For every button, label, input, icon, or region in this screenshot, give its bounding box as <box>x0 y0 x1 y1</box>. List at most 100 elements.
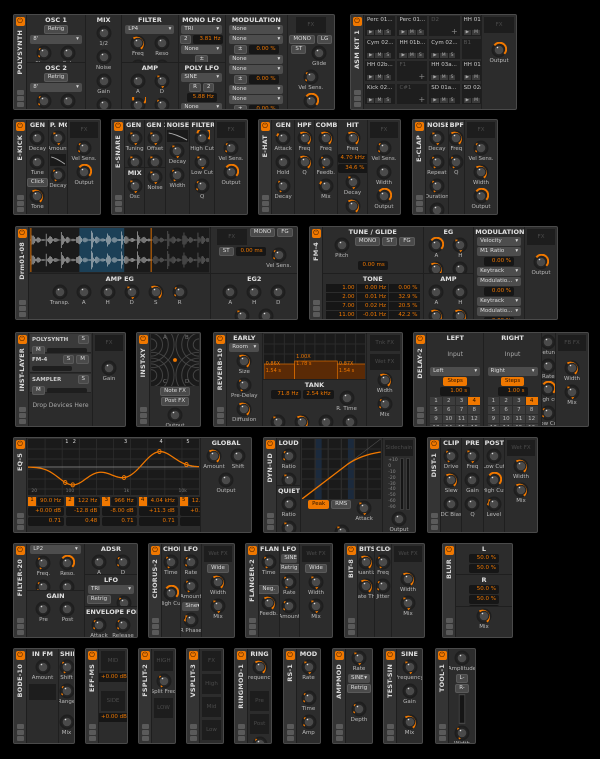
power-icon[interactable]: ⏻ <box>260 122 270 131</box>
knob-q[interactable]: Q <box>448 154 464 177</box>
knob-output[interactable]: Output <box>73 164 95 187</box>
knob-dial[interactable] <box>183 612 199 628</box>
band-decay-time[interactable]: 1.54 s <box>265 368 281 374</box>
table-cell[interactable]: 0.00 % <box>389 283 420 292</box>
knob-knee[interactable]: Knee <box>278 520 299 532</box>
lg-button[interactable]: LG <box>316 35 333 44</box>
knob-gain[interactable]: Gain <box>93 73 115 96</box>
move-up-icon[interactable] <box>248 618 256 623</box>
power-icon[interactable]: ⏻ <box>140 651 150 660</box>
eq-band-frequency[interactable]: 966 Hz <box>111 497 137 506</box>
knob-dial[interactable] <box>270 414 286 426</box>
knob-dial[interactable] <box>301 690 317 706</box>
knob-ratio[interactable]: Ratio <box>278 448 299 471</box>
power-icon[interactable]: ⏻ <box>265 440 275 449</box>
expand-icon[interactable] <box>335 730 343 735</box>
expand-icon[interactable] <box>386 730 394 735</box>
s-button[interactable]: S <box>62 355 75 364</box>
knob-dial[interactable] <box>318 414 334 426</box>
knob-dial[interactable] <box>275 154 291 170</box>
knob-dial[interactable] <box>130 59 146 63</box>
knob-dial[interactable] <box>334 524 350 532</box>
fg-button[interactable]: FG <box>399 237 415 246</box>
drum-pad[interactable]: C#1+ <box>397 83 428 104</box>
knob-dial[interactable] <box>154 35 170 51</box>
move-up-icon[interactable] <box>16 90 24 95</box>
step-button[interactable]: 16 <box>525 424 538 426</box>
slot-fx[interactable]: FX <box>295 17 326 33</box>
knob-dial[interactable] <box>59 683 74 699</box>
dropdown-tri[interactable]: TRI▾ <box>181 25 223 34</box>
knob-osc[interactable]: Osc <box>126 178 143 201</box>
power-icon[interactable]: ⏻ <box>150 546 160 555</box>
knob-duration[interactable]: Duration <box>426 178 448 201</box>
knob-width[interactable]: Width <box>373 164 395 187</box>
knob-frequency[interactable]: Frequency <box>397 659 422 682</box>
power-icon[interactable]: ⏻ <box>15 17 25 26</box>
knob-slew[interactable]: Slew <box>442 472 460 495</box>
x-button[interactable]: ± <box>233 105 247 109</box>
knob-jitter[interactable]: Jitter <box>375 578 391 601</box>
power-icon[interactable]: ⏻ <box>17 229 27 238</box>
move-up-icon[interactable] <box>16 724 24 729</box>
knob-dial[interactable] <box>261 595 277 611</box>
knob-dial[interactable] <box>308 598 324 614</box>
knob-dial[interactable] <box>486 472 502 488</box>
step-button[interactable]: 1 <box>487 397 500 405</box>
dropdown-modulatio[interactable]: Modulatio...▾ <box>477 307 522 316</box>
knob-dial[interactable] <box>429 178 445 194</box>
knob-h[interactable]: H <box>97 284 119 307</box>
knob-dial[interactable] <box>452 237 468 253</box>
step-button[interactable]: 4 <box>468 397 481 405</box>
knob-tune[interactable]: Tune <box>28 154 47 177</box>
knob-a[interactable]: A <box>425 237 447 260</box>
move-down-icon[interactable] <box>18 419 26 424</box>
knob-dial[interactable] <box>50 130 66 146</box>
step-button[interactable]: 15 <box>455 424 468 426</box>
slot-high[interactable]: HIGH <box>154 651 173 671</box>
eq-band-q[interactable]: 0.71 <box>102 517 137 526</box>
power-icon[interactable]: ⏻ <box>414 122 424 131</box>
knob-width[interactable]: Width <box>305 574 327 597</box>
eq-band-frequency[interactable]: 122 Hz <box>75 497 101 506</box>
x-button[interactable]: ± <box>195 55 209 62</box>
move-up-icon[interactable] <box>312 300 320 305</box>
knob-dial[interactable] <box>297 130 313 146</box>
knob-h[interactable]: H <box>449 237 471 260</box>
steps-button[interactable]: Steps <box>443 377 467 386</box>
expand-icon[interactable] <box>266 519 274 524</box>
table-cell[interactable]: 32.9 % <box>389 292 420 301</box>
knob-width[interactable]: Width <box>397 571 419 594</box>
knob-a[interactable]: A <box>88 554 110 574</box>
slot-post[interactable]: Post <box>250 714 269 734</box>
m-button[interactable]: M <box>472 75 481 80</box>
expand-icon[interactable] <box>88 730 96 735</box>
power-icon[interactable]: ⏻ <box>346 546 356 555</box>
knob-dial[interactable] <box>301 714 317 730</box>
slot-fx[interactable]: FX <box>217 122 245 138</box>
value-display[interactable]: 0.00 ms <box>357 261 388 270</box>
retrig-button[interactable]: Retrig <box>86 595 112 605</box>
knob-short[interactable]: Short <box>427 202 447 214</box>
dropdown-lp2[interactable]: LP2▾ <box>30 545 81 554</box>
knob-dial[interactable] <box>210 574 226 590</box>
knob-pre[interactable]: Pre <box>32 601 54 624</box>
expand-icon[interactable] <box>312 306 320 311</box>
click-button[interactable]: Click <box>27 178 48 187</box>
sample-waveform[interactable]: C30 cents+0.00 dB858 ms2.05 sDrm01-08.wa… <box>30 228 210 273</box>
expand-icon[interactable] <box>16 201 24 206</box>
power-icon[interactable]: ⏻ <box>138 335 148 344</box>
expand-icon[interactable] <box>353 96 361 101</box>
knob-dial[interactable] <box>473 164 489 180</box>
eq-band-q[interactable]: 0.71 <box>138 517 178 526</box>
knob-dial[interactable] <box>345 198 361 214</box>
knob-attack[interactable]: Attack <box>273 130 293 153</box>
knob-dial[interactable] <box>513 458 529 474</box>
eq-band-gain[interactable]: +11.3 dB <box>138 507 178 516</box>
add-icon[interactable]: + <box>450 27 458 36</box>
step-button[interactable]: 9 <box>487 415 500 423</box>
move-up-icon[interactable] <box>353 90 361 95</box>
